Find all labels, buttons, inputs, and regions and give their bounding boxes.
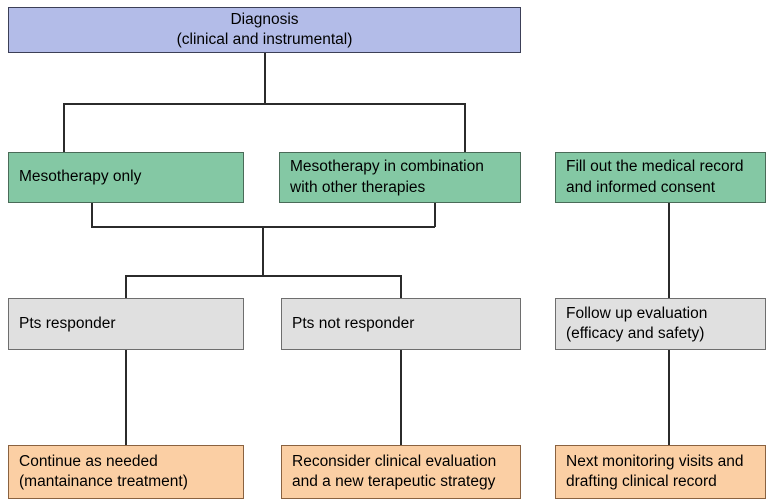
node-diagnosis[interactable]: Diagnosis (clinical and instrumental) <box>8 7 521 53</box>
node-label-diagnosis: Diagnosis (clinical and instrumental) <box>176 10 353 48</box>
node-label-continue-as-needed: Continue as needed (mantainance treatmen… <box>19 452 188 490</box>
node-medical-record[interactable]: Fill out the medical record and informed… <box>555 152 766 203</box>
node-label-pts-responder: Pts responder <box>19 314 116 332</box>
connector-merged-stem <box>262 226 264 276</box>
connector-from-mesotherapy-only <box>91 203 93 227</box>
connector-to-mesotherapy-only <box>63 103 65 153</box>
connector-medical-record-stem <box>668 203 670 299</box>
node-pts-responder[interactable]: Pts responder <box>8 298 244 350</box>
connector-follow-up-stem <box>668 350 670 446</box>
node-label-mesotherapy-combination: Mesotherapy in combination with other th… <box>290 158 484 196</box>
connector-to-pts-not-responder <box>400 275 402 299</box>
node-reconsider-strategy[interactable]: Reconsider clinical evaluation and a new… <box>281 445 521 499</box>
connector-to-reconsider-strategy <box>400 350 402 446</box>
node-continue-as-needed[interactable]: Continue as needed (mantainance treatmen… <box>8 445 244 499</box>
connector-diagnosis-split-bar <box>63 103 465 105</box>
node-follow-up[interactable]: Follow up evaluation (efficacy and safet… <box>555 298 766 350</box>
connector-responder-split-bar <box>125 275 401 277</box>
connector-to-continue-as-needed <box>125 350 127 446</box>
node-mesotherapy-only[interactable]: Mesotherapy only <box>8 152 244 203</box>
connector-to-pts-responder <box>125 275 127 299</box>
node-label-next-monitoring: Next monitoring visits and drafting clin… <box>566 452 744 490</box>
node-label-follow-up: Follow up evaluation (efficacy and safet… <box>566 304 708 342</box>
connector-to-mesotherapy-combination <box>464 103 466 153</box>
node-label-pts-not-responder: Pts not responder <box>292 314 415 332</box>
node-mesotherapy-combination[interactable]: Mesotherapy in combination with other th… <box>279 152 521 203</box>
node-label-reconsider-strategy: Reconsider clinical evaluation and a new… <box>292 452 497 490</box>
node-pts-not-responder[interactable]: Pts not responder <box>281 298 521 350</box>
node-next-monitoring[interactable]: Next monitoring visits and drafting clin… <box>555 445 766 499</box>
node-label-medical-record: Fill out the medical record and informed… <box>566 158 744 196</box>
connector-diagnosis-stem <box>264 53 266 104</box>
node-label-mesotherapy-only: Mesotherapy only <box>19 168 142 186</box>
connector-from-mesotherapy-combination <box>434 203 436 227</box>
